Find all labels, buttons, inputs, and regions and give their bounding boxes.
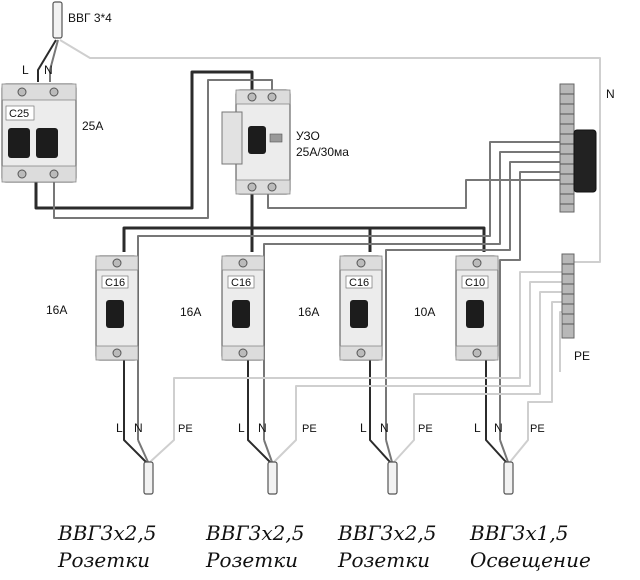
branch-4-l-label: L	[474, 421, 481, 435]
branch-breaker-1: C16 16A	[46, 255, 139, 361]
incoming-cable-end: ВВГ 3*4	[52, 1, 112, 39]
branch-2-wire-labels: L N PE	[238, 421, 317, 435]
branch-2-l-label: L	[238, 421, 245, 435]
branch-4-n-label: N	[494, 421, 503, 435]
pe-line-3	[393, 291, 566, 463]
rcd-device: УЗО 25А/30ма	[221, 89, 349, 195]
branch-4-pe-label: PE	[530, 423, 545, 435]
wire-rcd-neutral-out	[267, 179, 562, 209]
branch-2-toggle	[232, 300, 250, 328]
branch-4-toggle	[466, 300, 484, 328]
branch-4-cable: ВВГ3х1,5	[470, 521, 569, 545]
pe-line-4	[509, 301, 566, 463]
branch-1-n-label: N	[134, 421, 143, 435]
branch-1-cable: ВВГ3х2,5	[58, 521, 157, 545]
branch-3-l-label: L	[360, 421, 367, 435]
branch-3-purpose: Розетки	[338, 548, 431, 572]
cable-end-3	[387, 461, 398, 495]
pe-bus: PE	[561, 253, 590, 363]
branch-3-pe-label: PE	[418, 423, 433, 435]
phase-out-2	[247, 360, 271, 463]
branch-3-caption: ВВГ3х2,5 Розетки	[338, 520, 436, 574]
branch-1-l-label: L	[116, 421, 123, 435]
neutral-return-4	[499, 171, 562, 440]
neutral-end-4	[499, 439, 509, 463]
main-breaker-phase-label: L	[22, 63, 29, 77]
incoming-cable-label: ВВГ 3*4	[68, 11, 112, 25]
incoming-cable-phase	[37, 39, 57, 82]
branch-2-rating: 16A	[180, 305, 201, 319]
branch-1-purpose: Розетки	[58, 548, 151, 572]
branch-3-cable: ВВГ3х2,5	[338, 521, 437, 545]
neutral-bus: N	[559, 83, 615, 213]
cable-end-4	[503, 461, 514, 495]
branch-3-wire-labels: L N PE	[360, 421, 433, 435]
incoming-cable-pe	[59, 39, 601, 263]
branch-1-wire-labels: L N PE	[116, 421, 193, 435]
pe-line-2	[273, 281, 566, 463]
branch-1-face: C16	[105, 277, 125, 289]
branch-breaker-3: C16 16A	[298, 255, 383, 361]
branch-4-wire-labels: L N PE	[474, 421, 545, 435]
main-breaker-neutral-label: N	[44, 63, 53, 77]
rcd-rating: 25А/30ма	[296, 145, 349, 159]
phase-bus	[122, 226, 486, 252]
branch-4-face: C10	[465, 277, 485, 289]
wires	[34, 39, 601, 463]
branch-breaker-2: C16 16A	[180, 255, 265, 361]
branch-1-toggle	[106, 300, 124, 328]
branch-3-n-label: N	[380, 421, 389, 435]
pe-bus-label: PE	[574, 349, 590, 363]
cable-end-2	[267, 461, 278, 495]
branch-2-caption: ВВГ3х2,5 Розетки	[206, 520, 304, 574]
branch-3-rating: 16A	[298, 305, 319, 319]
phase-out-1	[123, 360, 147, 463]
pe-line-1	[149, 271, 566, 463]
neutral-bus-label: N	[606, 87, 615, 101]
wire-main-neutral-to-rcd	[53, 79, 273, 219]
branch-2-cable: ВВГ3х2,5	[206, 521, 305, 545]
branch-1-rating: 16A	[46, 303, 67, 317]
branch-3-face: C16	[349, 277, 369, 289]
neutral-bus-bracket	[573, 129, 597, 193]
rcd-test-button	[269, 133, 283, 143]
branch-3-toggle	[350, 300, 368, 328]
neutral-return-3	[385, 161, 562, 440]
branch-2-face: C16	[231, 277, 251, 289]
branch-4-purpose: Освещение	[470, 548, 591, 572]
branch-1-caption: ВВГ3х2,5 Розетки	[58, 520, 156, 574]
main-breaker-toggle-left	[8, 128, 30, 158]
branch-2-purpose: Розетки	[206, 548, 299, 572]
branch-breaker-4: C10 10A	[414, 255, 499, 361]
neutral-end-2	[263, 439, 273, 463]
cable-ends	[143, 461, 514, 495]
main-breaker-face: C25	[9, 108, 29, 120]
wire-main-phase-to-rcd	[34, 70, 254, 210]
main-breaker-rating: 25A	[82, 119, 103, 133]
main-breaker: C25 L N 25A	[1, 63, 103, 183]
branch-4-rating: 10A	[414, 305, 435, 319]
neutral-end-1	[137, 439, 149, 463]
branch-2-n-label: N	[258, 421, 267, 435]
rcd-toggle	[248, 126, 266, 154]
branch-1-pe-label: PE	[178, 423, 193, 435]
cable-end-1	[143, 461, 154, 495]
rcd-name: УЗО	[296, 129, 320, 143]
main-breaker-toggle-right	[36, 128, 58, 158]
branch-2-pe-label: PE	[302, 423, 317, 435]
neutral-end-3	[385, 439, 393, 463]
incoming-cable-neutral	[49, 39, 59, 82]
branch-4-caption: ВВГ3х1,5 Освещение	[470, 520, 591, 574]
